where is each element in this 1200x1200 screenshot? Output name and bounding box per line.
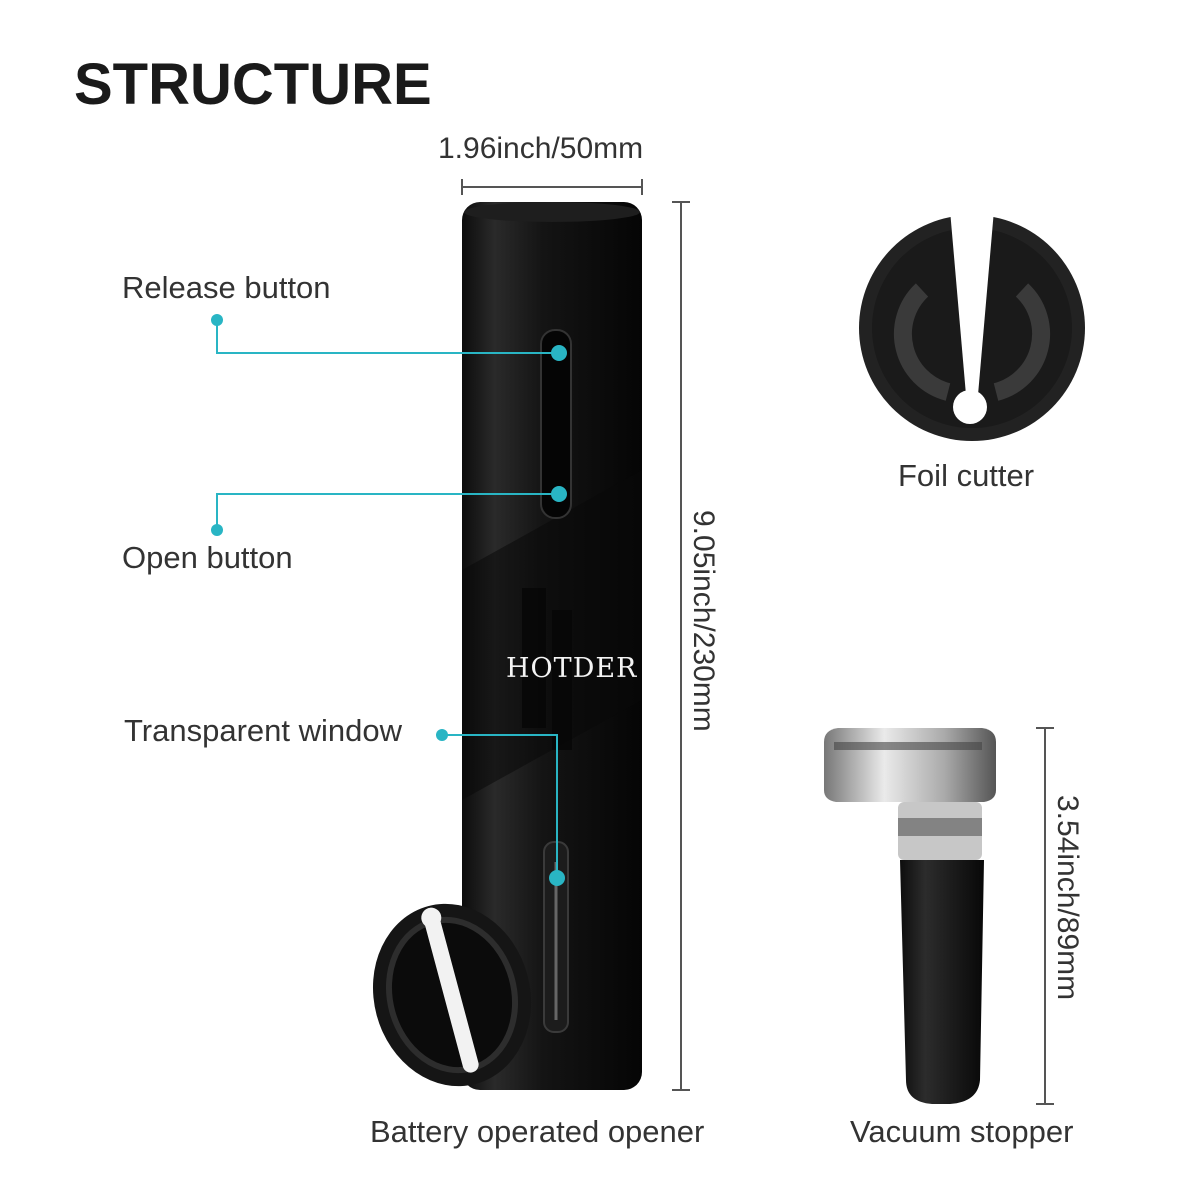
stopper-height-dimension-line [1036,727,1054,1105]
foil-cutter-small [372,903,532,1087]
width-dimension-line [461,179,643,195]
callout-dots [211,314,567,886]
page-title: STRUCTURE [74,52,432,117]
vacuum-stopper-label: Vacuum stopper [850,1114,1074,1149]
opener-name-label: Battery operated opener [370,1114,705,1149]
transparent-window-label: Transparent window [124,713,402,748]
callout-lines [216,320,559,878]
stopper-height-label: 3.54inch/89mm [1051,795,1084,1001]
brand-logo: HOTDER [506,653,638,684]
release-button-label: Release button [122,270,331,305]
open-button-label: Open button [122,540,293,575]
vacuum-stopper [824,728,996,1104]
opener-height-label: 9.05inch/230mm [687,510,720,732]
height-dimension-line [672,201,690,1091]
opener-body [462,202,642,1090]
foil-cutter-large [859,210,1085,441]
foil-cutter-label: Foil cutter [898,458,1035,493]
opener-width-label: 1.96inch/50mm [438,132,644,165]
